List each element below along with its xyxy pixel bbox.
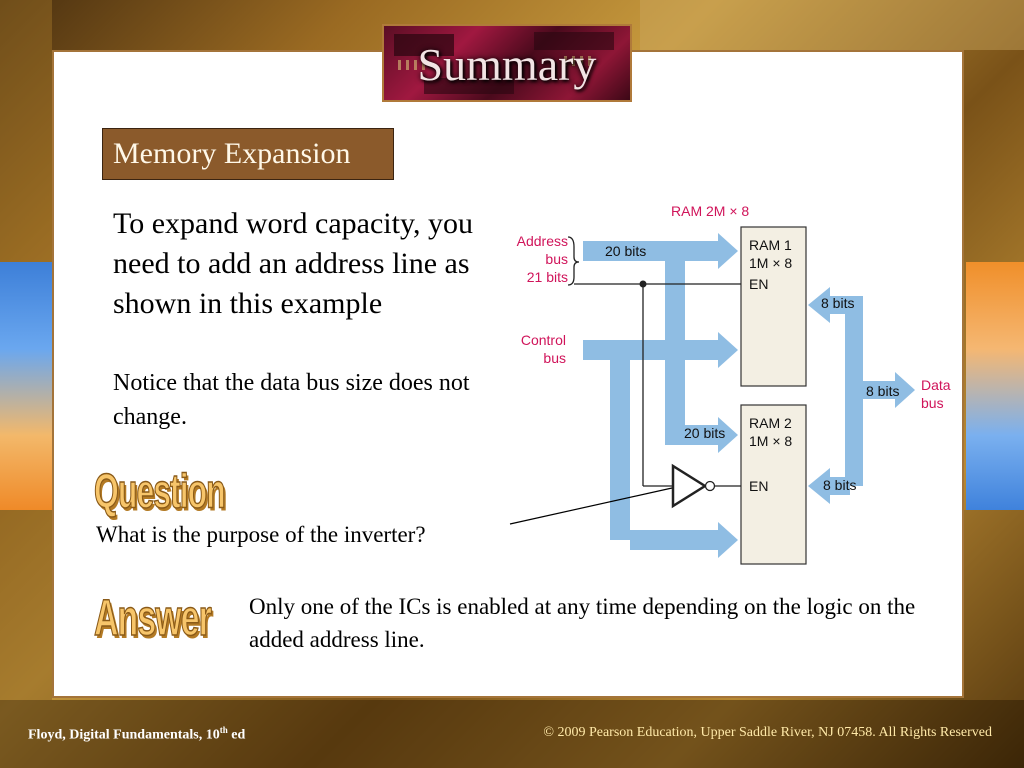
answer-text: Only one of the ICs is enabled at any ti…: [249, 594, 916, 652]
inverter-icon: [671, 463, 708, 509]
control-bus-arrow-ram1: [583, 340, 720, 360]
address-bus-label-2: bus: [545, 251, 568, 267]
topic-heading: Memory Expansion: [102, 128, 394, 180]
data-bus-label-1: Data: [921, 377, 951, 393]
control-bus-arrow-ram2: [630, 530, 720, 550]
question-text: What is the purpose of the inverter?: [96, 522, 426, 547]
data-bus-out-head: [895, 372, 915, 408]
footer-copyright: © 2009 Pearson Education, Upper Saddle R…: [543, 725, 992, 740]
address-bus-bits: 21 bits: [527, 269, 568, 285]
control-bus-arrow-ram1-head: [718, 332, 738, 368]
control-bus-label-2: bus: [543, 350, 566, 366]
control-bus-branch: [610, 360, 630, 540]
note-paragraph: Notice that the data bus size does not c…: [113, 370, 470, 430]
control-bus-label-1: Control: [521, 332, 566, 348]
data-bus-ram2-stub: [830, 477, 850, 495]
enable-wiring: [567, 236, 741, 487]
data-bits-ram1: 8 bits: [821, 295, 854, 311]
data-bus-out: [863, 381, 897, 399]
address-bits-ram1: 20 bits: [605, 243, 646, 259]
bus-arrows: [583, 233, 915, 558]
ram2-enable: EN: [749, 478, 768, 494]
address-bits-ram2: 20 bits: [684, 425, 725, 441]
address-bus-arrow-ram2-head: [718, 417, 738, 453]
address-bus-label-1: Address: [517, 233, 568, 249]
main-paragraph: To expand word capacity, you need to add…: [113, 207, 473, 320]
circuit-board-image: [394, 32, 614, 94]
data-bits-ram2: 8 bits: [823, 477, 856, 493]
ram1-name: RAM 1: [749, 237, 792, 253]
ram1-chip: [740, 226, 807, 387]
left-accent-strip: [0, 262, 52, 510]
address-bus-arrow-ram2: [685, 425, 720, 445]
data-bus-ram1-stub: [830, 296, 850, 314]
slide-title: Summary: [417, 39, 597, 90]
right-accent-strip: [966, 262, 1024, 510]
data-bus-ram2-head: [808, 468, 830, 504]
ram2-name: RAM 2: [749, 415, 792, 431]
data-bus-ram1-head: [808, 287, 830, 323]
junction-dot: [639, 280, 647, 288]
address-bus-arrow-ram1-head: [718, 233, 738, 269]
question-pointer-line: [509, 487, 673, 525]
ram1-enable: EN: [749, 276, 768, 292]
footer-book-credit: Floyd, Digital Fundamentals, 10th ed: [28, 725, 246, 743]
data-bits-out: 8 bits: [866, 383, 899, 399]
ram2-chip: [740, 404, 807, 565]
data-bus-label-2: bus: [921, 395, 944, 411]
data-bus-vertical: [845, 296, 863, 486]
address-bus-arrow-ram1: [583, 241, 720, 261]
ram1-size: 1M × 8: [749, 255, 792, 271]
control-bus-arrow-ram2-head: [718, 522, 738, 558]
ram-capacity-label: RAM 2M × 8: [671, 203, 749, 219]
answer-word-art: Answer: [94, 589, 213, 648]
ram2-size: 1M × 8: [749, 433, 792, 449]
title-banner: Summary: [382, 24, 632, 102]
inverter-bubble: [704, 480, 716, 492]
question-word-art: Question: [94, 463, 227, 519]
